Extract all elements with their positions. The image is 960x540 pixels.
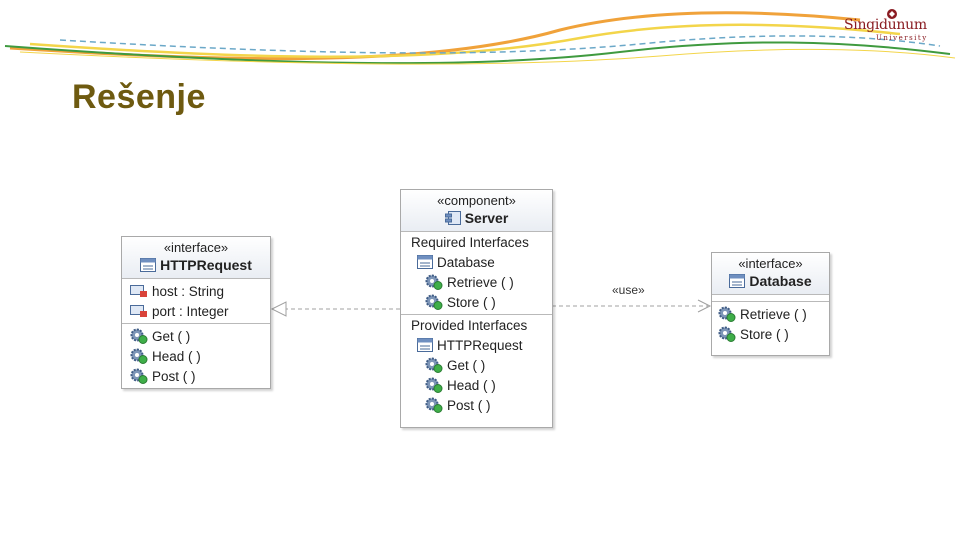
operation-text: Retrieve ( ) — [447, 274, 514, 290]
slide-title: Rešenje — [72, 78, 206, 116]
operation-gear-icon — [718, 326, 736, 342]
required-interface-name: Database — [437, 254, 495, 270]
realization-arrowhead — [270, 301, 287, 317]
operation-row: Post ( ) — [411, 395, 546, 415]
provided-interfaces-label: Provided Interfaces — [411, 318, 528, 333]
attribute-icon — [130, 285, 147, 297]
operation-gear-icon — [718, 306, 736, 322]
operation-gear-icon — [425, 274, 443, 290]
operation-text: Head ( ) — [447, 377, 496, 393]
header-swoosh-decoration — [4, 11, 956, 65]
operation-row: Head ( ) — [411, 375, 546, 395]
operation-gear-icon — [425, 397, 443, 413]
operation-text: Get ( ) — [152, 328, 191, 344]
operation-text: Post ( ) — [447, 397, 491, 413]
operation-text: Store ( ) — [447, 294, 496, 310]
provided-interfaces-section: Provided Interfaces HTTPRequest Get ( ) — [401, 315, 552, 417]
operation-text: Store ( ) — [740, 326, 789, 342]
operation-row: Get ( ) — [130, 326, 264, 346]
attribute-text: host : String — [152, 283, 225, 299]
interface-stereotype: «interface» — [163, 240, 229, 255]
attribute-icon — [130, 305, 147, 317]
operation-row: Retrieve ( ) — [718, 304, 823, 324]
interface-icon — [417, 338, 433, 352]
operation-gear-icon — [425, 377, 443, 393]
operation-gear-icon — [425, 294, 443, 310]
operation-row: Retrieve ( ) — [411, 272, 546, 292]
interface-icon — [140, 258, 157, 272]
interface-icon — [729, 274, 746, 288]
component-stereotype: «component» — [437, 193, 516, 208]
operation-row: Get ( ) — [411, 355, 546, 375]
attribute-row: host : String — [130, 281, 264, 301]
operation-gear-icon — [130, 368, 148, 384]
server-component: «component» Server Required Interfaces D… — [400, 189, 553, 428]
operations-section: Get ( ) Head ( ) Post ( ) — [122, 324, 270, 388]
operations-section: Retrieve ( ) Store ( ) — [712, 302, 829, 346]
interface-icon — [417, 255, 433, 269]
use-dependency-label: «use» — [612, 283, 645, 297]
operation-text: Head ( ) — [152, 348, 201, 364]
operation-gear-icon — [425, 357, 443, 373]
operation-gear-icon — [130, 348, 148, 364]
interface-name: HTTPRequest — [160, 257, 252, 273]
operation-row: Post ( ) — [130, 366, 264, 386]
attribute-row: port : Integer — [130, 301, 264, 321]
attribute-text: port : Integer — [152, 303, 229, 319]
logo-subtitle: University — [876, 34, 928, 42]
empty-attributes-section — [712, 295, 829, 302]
interface-name: Database — [749, 273, 812, 289]
operation-text: Post ( ) — [152, 368, 196, 384]
operation-row: Store ( ) — [411, 292, 546, 312]
operation-text: Get ( ) — [447, 357, 486, 373]
required-interfaces-label: Required Interfaces — [411, 235, 529, 250]
provided-interface-row: HTTPRequest — [411, 335, 546, 355]
component-icon — [444, 211, 461, 225]
operation-row: Store ( ) — [718, 324, 823, 344]
logo-name: Singidunum — [844, 17, 927, 33]
component-name: Server — [464, 210, 509, 226]
required-interfaces-section: Required Interfaces Database Retrieve ( … — [401, 232, 552, 315]
interface-stereotype: «interface» — [738, 256, 803, 271]
operation-row: Head ( ) — [130, 346, 264, 366]
crest-icon — [887, 9, 897, 19]
use-dependency-arrowhead — [697, 299, 712, 313]
http-request-interface: «interface» HTTPRequest host : String po… — [121, 236, 271, 389]
university-logo: Singidunum University — [840, 8, 940, 42]
required-interface-row: Database — [411, 252, 546, 272]
attributes-section: host : String port : Integer — [122, 279, 270, 324]
operation-gear-icon — [130, 328, 148, 344]
operation-text: Retrieve ( ) — [740, 306, 807, 322]
provided-interface-name: HTTPRequest — [437, 337, 523, 353]
database-interface: «interface» Database Retrieve ( ) — [711, 252, 830, 356]
